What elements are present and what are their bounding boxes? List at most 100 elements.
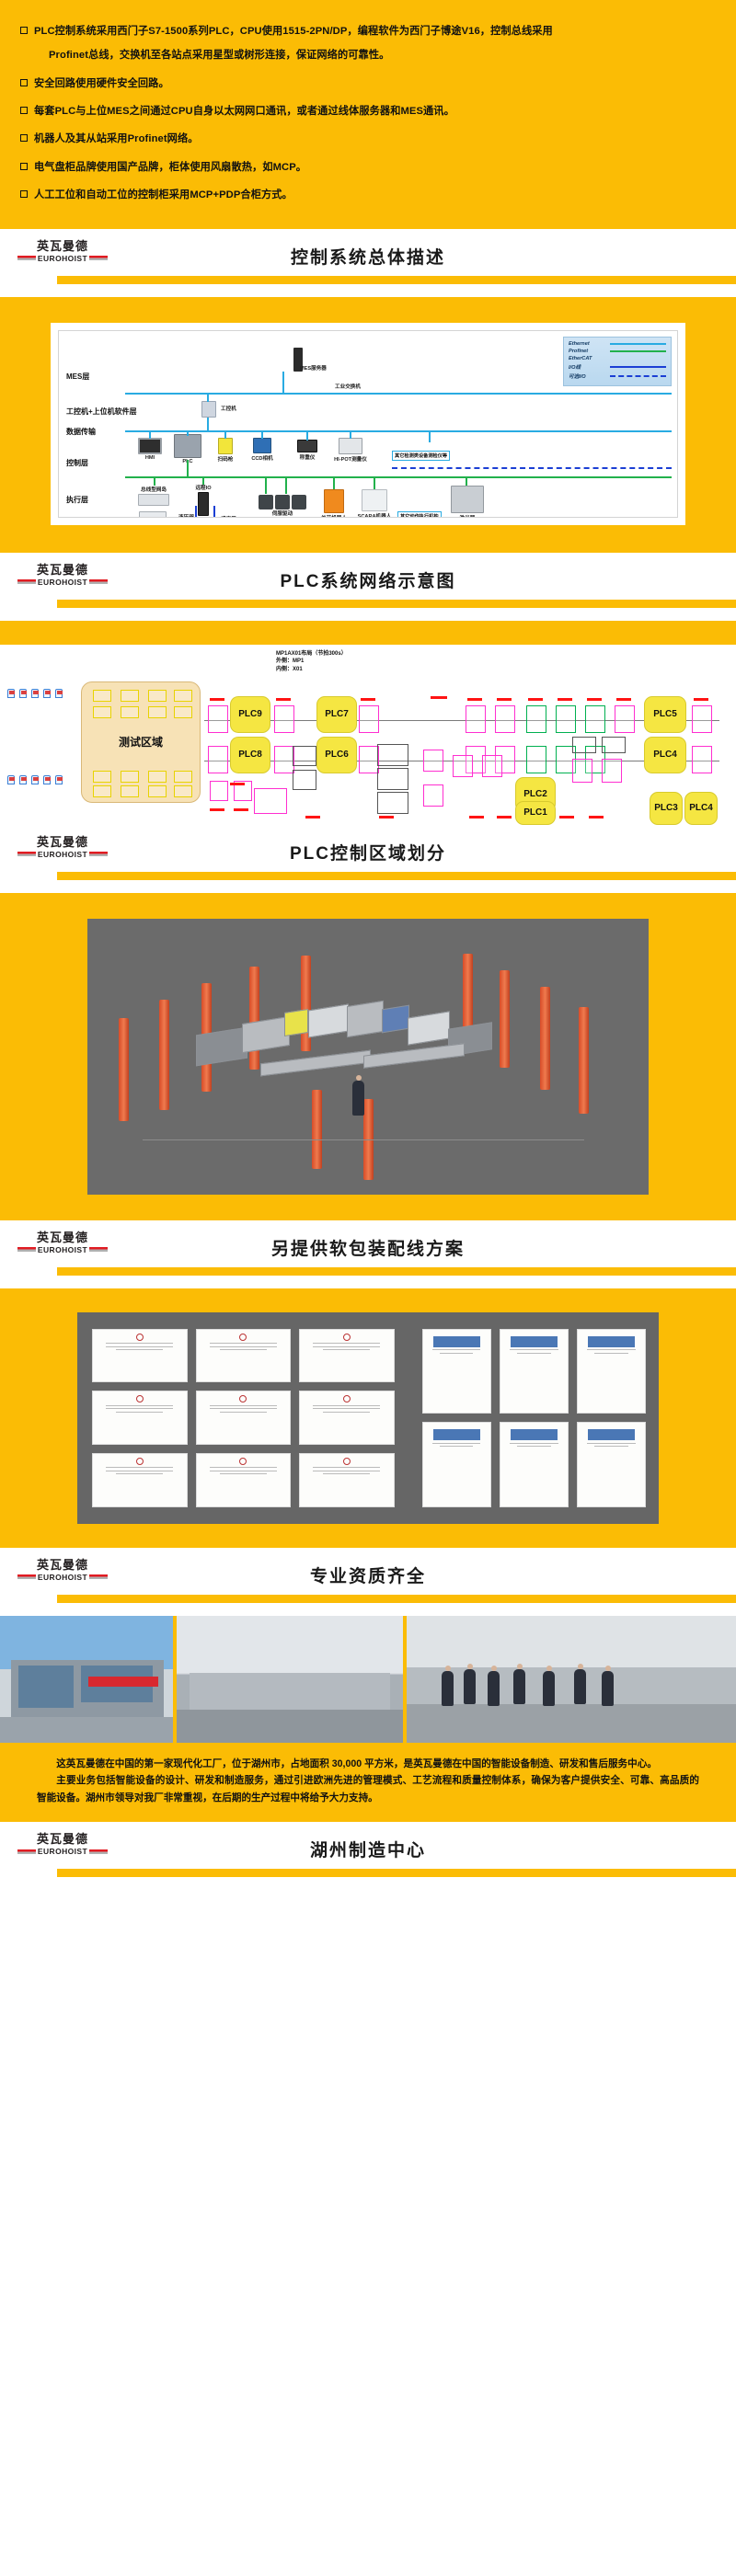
logo-dash-right-icon — [89, 1574, 109, 1580]
device-ccd-camera: CCD相机 — [248, 437, 276, 462]
certificate-item — [299, 1452, 395, 1507]
device-weighing: 称重仪 — [294, 439, 320, 461]
test-area-label: 测试区域 — [118, 735, 163, 749]
pillar — [540, 986, 550, 1090]
bullet-square-icon — [20, 190, 28, 199]
caption-line-3: 内侧：X01 — [276, 666, 303, 672]
device-label-articulated-robot: 关节机器人 — [321, 516, 347, 517]
legend-label: Ethernet — [569, 340, 590, 347]
legend-label: 可选I/O — [569, 373, 586, 380]
bullet-item: 电气盘柜品牌使用国产品牌，柜体使用风扇散热，如MCP。 — [20, 160, 716, 176]
factory-interior-photo — [177, 1615, 403, 1743]
legend-label: EtherCAT — [569, 355, 592, 361]
slide-factory-body: 这英瓦曼德在中国的第一家现代化工厂，位于湖州市，占地面积 30,000 平方米，… — [0, 1615, 736, 1823]
slide-zones-body: MP1AX01布局（节拍300s） 外侧：MP1 内侧：X01 测试区域 — [0, 620, 736, 825]
certificate-header-band — [587, 1335, 636, 1347]
device-label-ccd-camera: CCD相机 — [251, 455, 273, 462]
pillar — [301, 955, 311, 1051]
logo-english-name: EUROHOIST — [37, 253, 88, 263]
section-accent-bar — [57, 871, 736, 880]
device-remote-io: 远程IO — [188, 484, 219, 517]
device-label-other-detection: 其它检测类设备测检仪等 — [392, 450, 451, 461]
device-scara-robot: SCARA机器人 — [355, 488, 394, 518]
pillar — [463, 953, 473, 1048]
pillar — [500, 969, 510, 1068]
plc-tag-plc7: PLC7 — [316, 695, 357, 733]
certificate-header-band — [587, 1429, 636, 1441]
bullet-text: 电气盘柜品牌使用国产品牌，柜体使用风扇散热，如MCP。 — [34, 161, 307, 173]
seat-icon — [19, 688, 27, 698]
logo-english-name: EUROHOIST — [37, 1244, 88, 1254]
pillar — [159, 999, 169, 1110]
section-footer-band: 英瓦曼德 EUROHOIST PLC控制区域划分 — [0, 824, 736, 893]
certificate-item — [421, 1422, 491, 1507]
certificate-item — [421, 1328, 491, 1414]
seat-icon — [7, 774, 15, 784]
logo-dash-left-icon — [17, 1849, 36, 1854]
legend-line-ethercat-icon — [610, 358, 666, 360]
bullet-square-icon — [20, 78, 28, 86]
logo-english-name: EUROHOIST — [37, 849, 88, 859]
machine-module — [308, 1003, 349, 1038]
device-articulated-robot: 关节机器人 — [318, 488, 350, 517]
device-servo-drives: 伺服驱动 — [254, 494, 311, 517]
packaging-line-render — [87, 918, 649, 1195]
logo-english-row: EUROHOIST — [15, 255, 110, 263]
device-label-scara-robot: SCARA机器人 — [357, 513, 392, 518]
device-label-ipc: 工控机 — [221, 406, 236, 412]
layer-label-control: 控制层 — [66, 458, 88, 467]
logo-english-row: EUROHOIST — [15, 1848, 110, 1856]
plc-profinet-drop — [187, 459, 189, 477]
bullet-text: 人工工位和自动工位的控制柜采用MCP+PDP合柜方式。 — [34, 189, 293, 201]
device-label-mes-server: MES服务器 — [300, 365, 327, 372]
section-accent-bar — [57, 1266, 736, 1276]
certificate-item — [195, 1391, 292, 1445]
certificate-item — [576, 1422, 646, 1507]
conveyor-line-upper — [204, 719, 719, 721]
legend-line-optional-io-icon — [610, 374, 666, 377]
plc-tag-plc4: PLC4 — [644, 736, 686, 773]
certificate-item — [92, 1328, 188, 1383]
certificate-header-band — [432, 1429, 480, 1441]
device-label-industrial-switch: 工业交换机 — [335, 384, 361, 390]
bullet-text: 每套PLC与上位MES之间通过CPU自身以太网网口通讯，或者通过线体服务器和ME… — [34, 106, 454, 118]
bullet-square-icon — [20, 134, 28, 143]
slide-render-body — [0, 892, 736, 1220]
machine-module — [382, 1004, 409, 1033]
bullet-item: PLC控制系统采用西门子S7-1500系列PLC，CPU使用1515-2PN/D… — [20, 24, 716, 64]
seal-icon — [135, 1333, 144, 1341]
certificate-item — [299, 1328, 395, 1383]
device-label-hydraulic-valve: 液压阀 — [178, 514, 194, 518]
plc-tag-plc9: PLC9 — [230, 695, 270, 733]
section-footer-band: 英瓦曼德 EUROHOIST PLC系统网络示意图 — [0, 552, 736, 621]
seal-icon — [135, 1395, 144, 1403]
network-diagram-frame: Ethernet Profinet EtherCAT I/O线 可选I/O ME… — [51, 322, 685, 525]
device-barcode-scanner: 扫码枪 — [213, 437, 237, 463]
section-title: PLC控制区域划分 — [289, 843, 446, 864]
seat-icon — [31, 774, 39, 784]
plc-tag-plc1: PLC1 — [515, 800, 556, 825]
logo-chinese-name: 英瓦曼德 — [36, 562, 88, 577]
seal-icon — [342, 1395, 351, 1403]
logo-dash-right-icon — [89, 579, 109, 585]
section-footer-band: 英瓦曼德 EUROHOIST 湖州制造中心 — [0, 1822, 736, 1891]
section-accent-bar — [57, 275, 736, 284]
test-area-zone: 测试区域 — [81, 681, 201, 803]
pillar — [579, 1006, 589, 1114]
device-valve-island: 总线型阀岛 — [132, 486, 175, 507]
factory-paragraph-1: 这英瓦曼德在中国的第一家现代化工厂，位于湖州市，占地面积 30,000 平方米，… — [56, 1757, 657, 1769]
bullet-item: 安全回路使用硬件安全回路。 — [20, 76, 716, 92]
ipc-up-line — [207, 392, 209, 402]
device-air-cylinder: 气缸 — [136, 510, 169, 517]
plc-zone-diagram: MP1AX01布局（节拍300s） 外侧：MP1 内侧：X01 测试区域 — [0, 644, 736, 825]
logo-english-row: EUROHOIST — [15, 851, 110, 859]
device-plc: PLC — [171, 433, 204, 464]
seal-icon — [135, 1457, 144, 1465]
brand-logo: 英瓦曼德 EUROHOIST — [15, 836, 110, 859]
data-transfer-bus-line — [125, 429, 672, 432]
layer-label-mes: MES层 — [66, 372, 90, 381]
logo-dash-right-icon — [89, 1247, 109, 1253]
certificate-header-band — [432, 1335, 480, 1347]
plc-tag-plc5: PLC5 — [644, 695, 686, 733]
brand-logo: 英瓦曼德 EUROHOIST — [15, 240, 110, 263]
